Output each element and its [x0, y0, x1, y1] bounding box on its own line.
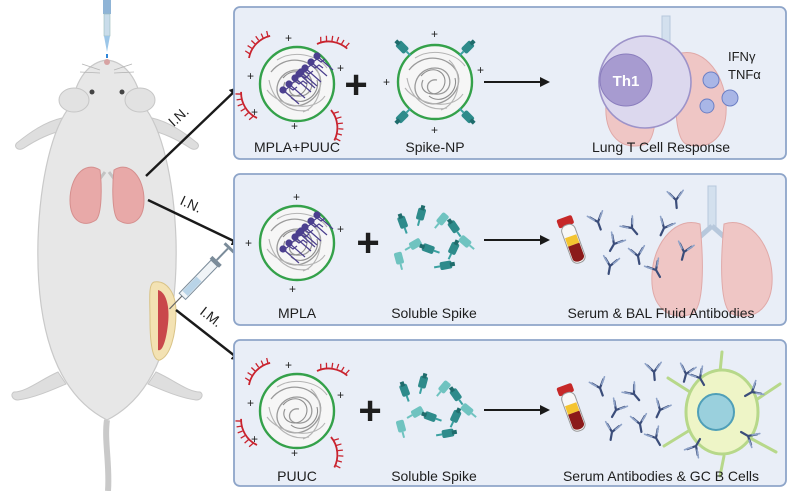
plus-sign-1: + [344, 63, 367, 107]
svg-text:+: + [289, 282, 296, 296]
svg-text:+: + [431, 27, 438, 41]
mpla-puuc-nanoparticle: + + + + + [232, 28, 351, 143]
svg-text:+: + [337, 388, 344, 402]
route-arrow-2 [147, 198, 242, 246]
panel-frame [233, 173, 787, 326]
pipette-icon [103, 0, 111, 52]
svg-text:+: + [247, 396, 254, 410]
svg-text:+: + [247, 69, 254, 83]
panel-serum-gc-b: + + + + + PUUC + Soluble Spike [232, 339, 787, 487]
outcome-label-3: Serum Antibodies & GC B Cells [563, 468, 759, 484]
svg-text:+: + [431, 123, 438, 137]
mouse-illustration [11, 0, 235, 491]
antigen-label-1: Spike-NP [405, 139, 464, 155]
mpla-nanoparticle: + + + + [245, 190, 344, 296]
plus-sign-2: + [356, 221, 379, 265]
panel-lung-t-cell: + + + + + MPLA+PUUC + + + + + Spike-NP T… [232, 6, 787, 160]
svg-text:+: + [337, 61, 344, 75]
antigen-label-3: Soluble Spike [391, 468, 477, 484]
adjuvant-label-3: PUUC [277, 468, 317, 484]
svg-text:+: + [251, 105, 258, 119]
panel-frame [233, 339, 787, 487]
spike-nanoparticle: + + + + [383, 27, 484, 137]
cytokine-icon [699, 98, 715, 114]
antigen-label-2: Soluble Spike [391, 305, 477, 321]
svg-text:+: + [337, 222, 344, 236]
svg-text:+: + [293, 190, 300, 204]
syringe-icon [169, 242, 235, 310]
svg-text:+: + [285, 358, 292, 372]
svg-text:+: + [245, 236, 252, 250]
cytokine-label-ifng: IFNγ [728, 49, 756, 64]
puuc-nanoparticle: + + + + + [232, 355, 351, 470]
mouse-lungs [69, 166, 145, 224]
adjuvant-label-1: MPLA+PUUC [254, 139, 340, 155]
gc-b-cell [662, 350, 782, 478]
leg-muscle [149, 281, 177, 361]
svg-text:+: + [251, 432, 258, 446]
svg-text:+: + [291, 446, 298, 460]
outcome-label-2: Serum & BAL Fluid Antibodies [567, 305, 754, 321]
svg-text:+: + [383, 75, 390, 89]
th1-nucleus [599, 53, 653, 107]
plus-sign-3: + [358, 389, 381, 433]
cytokine-icon [702, 71, 720, 89]
route-arrow-1 [145, 86, 240, 177]
svg-text:+: + [291, 119, 298, 133]
svg-text:+: + [477, 63, 484, 77]
svg-text:+: + [285, 31, 292, 45]
adjuvant-label-2: MPLA [278, 305, 317, 321]
panel-serum-bal: + + + + MPLA + Soluble Spike [233, 173, 787, 326]
route-arrow-3 [175, 309, 242, 362]
route-label-im: I.M. [197, 303, 225, 330]
cytokine-icon [721, 89, 739, 107]
outcome-label-1: Lung T Cell Response [592, 139, 730, 155]
th1-label: Th1 [613, 73, 640, 90]
route-label-in-2: I.N. [178, 192, 205, 216]
cytokine-label-tnfa: TNFα [728, 67, 761, 82]
